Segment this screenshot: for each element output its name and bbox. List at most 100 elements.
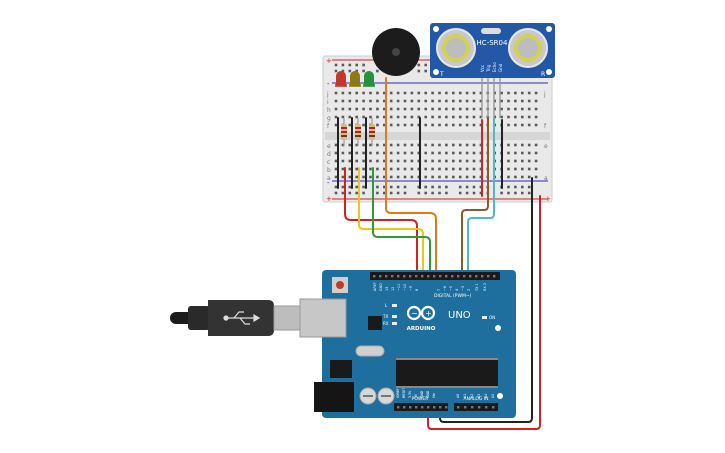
breadboard-hole xyxy=(458,191,462,195)
breadboard-hole xyxy=(465,151,469,155)
breadboard-hole xyxy=(452,115,455,119)
breadboard-hole xyxy=(493,99,496,103)
breadboard-hole xyxy=(417,99,421,103)
breadboard-hole xyxy=(348,159,352,163)
breadboard-hole xyxy=(403,159,407,163)
breadboard-hole xyxy=(424,91,427,95)
atmega-socket-edge xyxy=(396,358,498,360)
breadboard-hole xyxy=(472,191,476,195)
breadboard-hole xyxy=(527,175,531,179)
breadboard-hole xyxy=(472,185,476,189)
breadboard-hole xyxy=(424,151,427,155)
sensor-pin-trig: Trig xyxy=(486,64,491,73)
breadboard-hole xyxy=(479,143,483,147)
breadboard-hole xyxy=(396,123,400,127)
breadboard-hole xyxy=(362,167,365,171)
breadboard-hole xyxy=(348,69,352,73)
breadboard-hole xyxy=(458,91,462,95)
header-pin-socket xyxy=(397,406,400,409)
breadboard-hole xyxy=(369,175,372,179)
breadboard-hole xyxy=(452,91,455,95)
breadboard-hole xyxy=(334,91,338,95)
header-pin-socket xyxy=(481,275,484,278)
led-on-indicator xyxy=(482,316,487,319)
breadboard-hole xyxy=(479,151,483,155)
breadboard-hole xyxy=(355,159,358,163)
arduino-reset-knob[interactable] xyxy=(336,281,344,289)
sensor-crystal xyxy=(481,28,501,34)
breadboard-hole xyxy=(445,99,448,103)
breadboard-hole xyxy=(348,191,352,195)
pin-rx0-label: RX 0 xyxy=(483,283,487,291)
breadboard-hole xyxy=(362,159,365,163)
breadboard-hole xyxy=(465,159,469,163)
breadboard-hole xyxy=(383,159,386,163)
breadboard-hole xyxy=(465,143,469,147)
breadboard-hole xyxy=(438,115,441,119)
breadboard-hole xyxy=(438,191,441,195)
breadboard-hole xyxy=(348,185,352,189)
led-red-base xyxy=(335,84,347,87)
arduino-logo xyxy=(406,305,436,321)
breadboard-hole xyxy=(500,99,503,103)
breadboard-hole xyxy=(431,151,434,155)
breadboard-hole xyxy=(403,123,407,127)
breadboard-hole xyxy=(383,185,386,189)
breadboard-hole xyxy=(465,115,469,119)
a3-label: A3 xyxy=(477,394,481,398)
breadboard-hole xyxy=(396,143,400,147)
breadboard-hole xyxy=(410,107,414,111)
breadboard-hole xyxy=(396,107,400,111)
header-pin-socket xyxy=(445,275,448,278)
a1-label: A1 xyxy=(463,394,467,398)
breadboard-hole xyxy=(403,175,407,179)
breadboard-hole xyxy=(396,151,400,155)
row-letter-g: g xyxy=(327,115,331,122)
a2-label: A2 xyxy=(470,394,474,398)
center-channel xyxy=(325,132,550,140)
pin-6-label: ~6 xyxy=(443,286,447,291)
breadboard-hole xyxy=(376,123,379,127)
pin-tx1-label: TX 1 xyxy=(475,283,479,292)
breadboard-hole xyxy=(438,167,441,171)
usb-symbol-branch-top xyxy=(233,311,244,319)
pin-4-label: 4 xyxy=(455,289,459,291)
breadboard-hole xyxy=(514,143,517,147)
breadboard-hole xyxy=(479,159,483,163)
resistor-3 xyxy=(369,118,375,146)
breadboard-hole xyxy=(348,63,352,67)
breadboard-hole xyxy=(514,175,517,179)
header-pin-socket xyxy=(457,275,460,278)
gnd-label: GND xyxy=(379,283,383,291)
breadboard-hole xyxy=(438,123,441,127)
breadboard-hole xyxy=(507,107,510,111)
breadboard-hole xyxy=(389,175,393,179)
breadboard-hole xyxy=(431,159,434,163)
breadboard-hole xyxy=(514,167,517,171)
label-l: L xyxy=(385,303,388,308)
breadboard-hole xyxy=(472,143,476,147)
wire-orange-buzzer xyxy=(385,167,437,277)
breadboard-hole xyxy=(355,143,358,147)
sensor-pin-vcc: Vcc xyxy=(480,65,485,72)
arduino-model-label: UNO xyxy=(448,310,471,321)
breadboard-hole xyxy=(362,175,365,179)
breadboard-hole xyxy=(389,159,393,163)
breadboard-hole xyxy=(383,175,386,179)
a5-label: A5 xyxy=(491,394,495,398)
header-pin-socket xyxy=(403,275,406,278)
breadboard-hole xyxy=(514,159,517,163)
breadboard-hole xyxy=(376,175,379,179)
breadboard-hole xyxy=(527,167,531,171)
transmitter-mesh-icon xyxy=(446,38,466,58)
breadboard-hole xyxy=(534,115,538,119)
breadboard-hole xyxy=(438,185,441,189)
breadboard-hole xyxy=(514,115,517,119)
breadboard-hole xyxy=(458,107,462,111)
breadboard-hole xyxy=(403,185,407,189)
breadboard-hole xyxy=(472,91,476,95)
breadboard-hole xyxy=(348,175,352,179)
led-yellow-body xyxy=(350,71,360,86)
breadboard-hole xyxy=(403,115,407,119)
header-pin-socket xyxy=(475,275,478,278)
